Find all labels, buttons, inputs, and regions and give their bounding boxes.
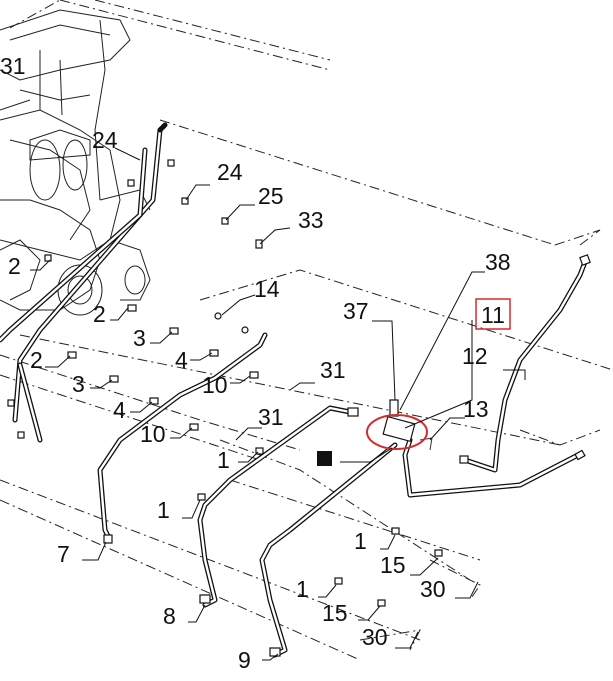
callout-2-c: 2 xyxy=(30,347,43,373)
callout-1-d: 1 xyxy=(296,576,309,602)
pipe-7 xyxy=(97,332,268,543)
callout-38: 38 xyxy=(485,249,511,275)
callout-10-a: 10 xyxy=(202,372,228,398)
filled-square-icon xyxy=(317,451,332,466)
callout-2-a: 2 xyxy=(8,253,21,279)
callout-labels: 31 24 24 25 33 2 14 37 38 11 2 3 2 12 4 … xyxy=(0,53,511,673)
callout-1-c: 1 xyxy=(354,528,367,554)
machine-frame xyxy=(0,9,151,316)
callout-9: 9 xyxy=(238,647,251,673)
highlight-circle xyxy=(366,414,428,450)
callout-31-top: 31 xyxy=(0,53,26,79)
callout-1-a: 1 xyxy=(217,447,230,473)
callout-8: 8 xyxy=(163,603,176,629)
leader-lines xyxy=(30,147,526,661)
callout-31-low: 31 xyxy=(258,404,284,430)
callout-3-b: 3 xyxy=(72,371,85,397)
callout-24-b: 24 xyxy=(217,159,243,185)
callout-37: 37 xyxy=(343,298,369,324)
pipe-8 xyxy=(197,405,353,608)
callout-30-a: 30 xyxy=(420,576,446,602)
callout-25: 25 xyxy=(258,183,284,209)
callout-11-box xyxy=(475,298,511,330)
pipe-group-left xyxy=(0,122,168,443)
callout-11: 11 xyxy=(481,302,505,328)
callout-2-b: 2 xyxy=(93,301,106,327)
callout-15-b: 15 xyxy=(322,600,348,626)
callout-33: 33 xyxy=(298,207,324,233)
callout-24-a: 24 xyxy=(92,127,118,153)
fittings xyxy=(7,159,443,657)
callout-13: 13 xyxy=(463,396,489,422)
pipe-9 xyxy=(259,442,398,658)
callout-12: 12 xyxy=(462,343,488,369)
pipe-group-right xyxy=(402,254,591,498)
callout-10-b: 10 xyxy=(140,421,166,447)
callout-7: 7 xyxy=(57,541,70,567)
assembly-outline xyxy=(0,0,613,661)
callout-30-b: 30 xyxy=(362,624,388,650)
callout-4-b: 4 xyxy=(113,397,126,423)
callout-31-mid: 31 xyxy=(320,357,346,383)
callout-1-b: 1 xyxy=(157,497,170,523)
callout-3-a: 3 xyxy=(133,325,146,351)
callout-15-a: 15 xyxy=(380,552,406,578)
callout-14: 14 xyxy=(254,276,280,302)
callout-4-a: 4 xyxy=(175,347,188,373)
